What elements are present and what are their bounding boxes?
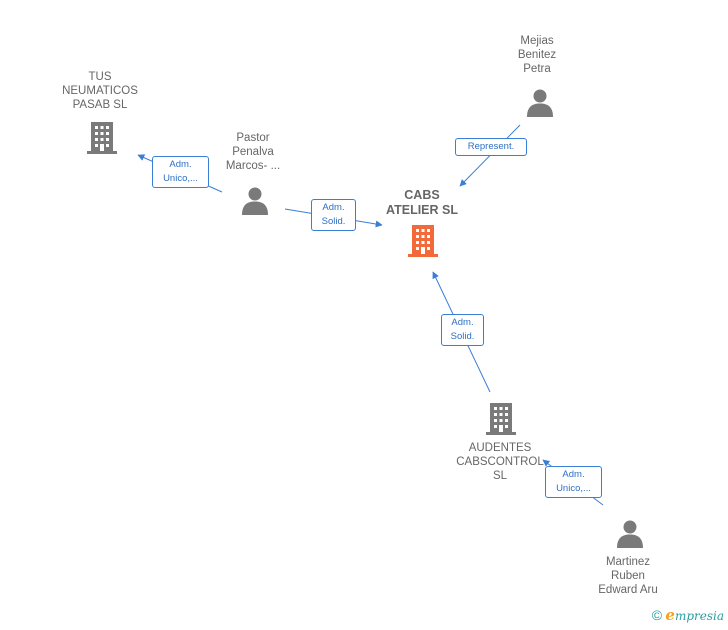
edge-label-martinez-audentes[interactable]: Adm. Unico,... [545, 466, 602, 498]
building-icon[interactable] [484, 401, 518, 437]
copyright-symbol: © [651, 607, 663, 623]
node-label-tus-neumaticos: TUS NEUMATICOS PASAB SL [62, 71, 138, 111]
node-label-pastor-penalva: Pastor Penalva Marcos- ... [225, 132, 281, 172]
node-label-mejias-benitez: Mejias Benitez Petra [517, 35, 557, 75]
edge-label-audentes-cabs[interactable]: Adm. Solid. [441, 314, 484, 346]
edge-label-pastor-cabs[interactable]: Adm. Solid. [311, 199, 356, 231]
brand-e: e [665, 606, 675, 624]
edge-label-pastor-tus[interactable]: Adm. Unico,... [152, 156, 209, 188]
building-icon[interactable] [85, 120, 119, 156]
node-label-cabs-atelier: CABS ATELIER SL [386, 188, 458, 217]
person-icon[interactable] [615, 519, 645, 549]
empresia-logo: © empresia [652, 606, 724, 624]
building-icon[interactable] [406, 223, 440, 259]
person-icon[interactable] [240, 186, 270, 216]
brand-rest: mpresia [674, 609, 724, 623]
person-icon[interactable] [525, 88, 555, 118]
edge-label-mejias-cabs[interactable]: Represent. [455, 138, 527, 156]
node-label-audentes-cabscontrol: AUDENTES CABSCONTROL SL [456, 442, 544, 482]
node-label-martinez-ruben: Martinez Ruben Edward Aru [598, 556, 658, 596]
